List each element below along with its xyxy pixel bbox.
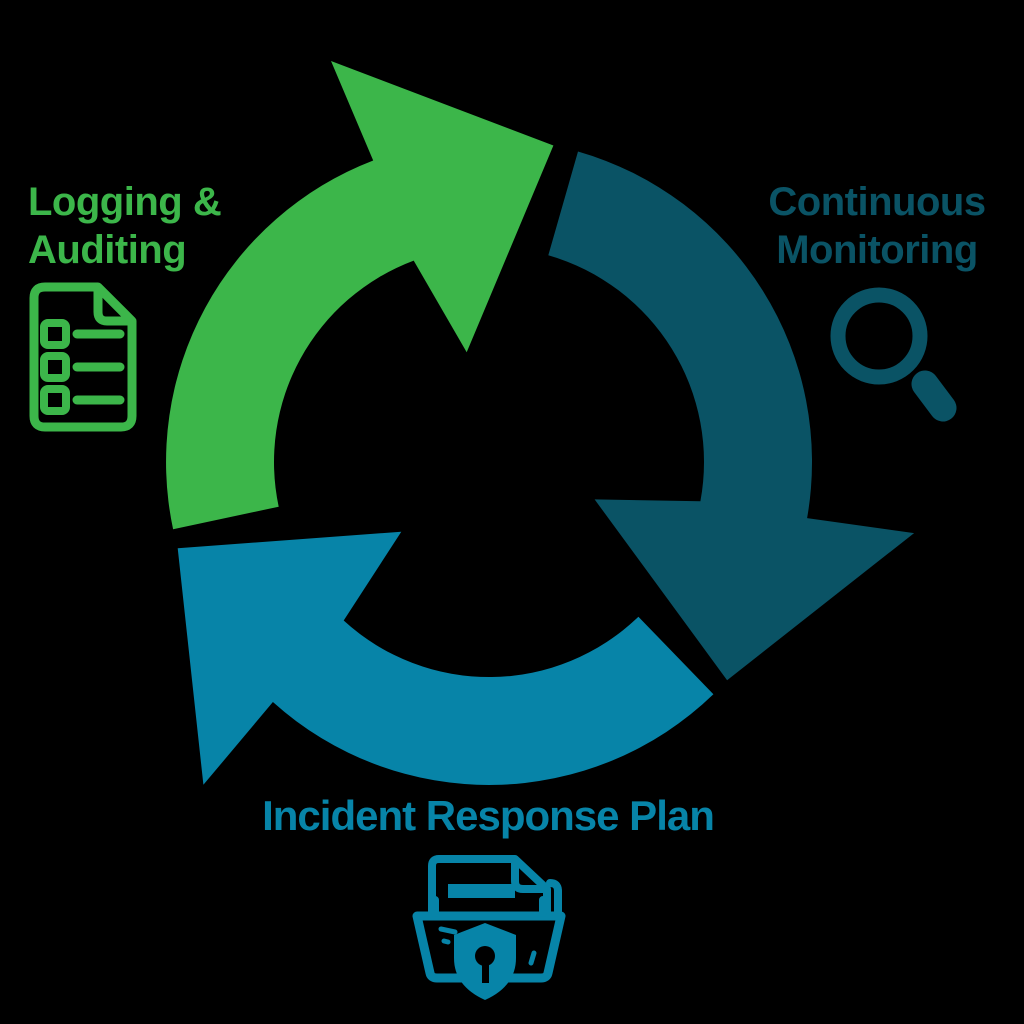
magnifying-glass-icon xyxy=(830,287,957,422)
checkbox xyxy=(40,319,70,349)
keyhole-icon xyxy=(475,946,495,966)
document-outline xyxy=(29,282,137,432)
label-continuous-monitoring: Continuous Monitoring xyxy=(677,178,1024,274)
file-sheet xyxy=(428,855,551,919)
file-back-sheet xyxy=(546,879,562,919)
checkbox xyxy=(40,352,70,382)
label-incident-response-plan: Incident Response Plan xyxy=(187,791,789,841)
box-tabs xyxy=(431,896,547,917)
label-line: Auditing xyxy=(28,228,187,272)
cycle-arrow-logging xyxy=(166,61,554,530)
checklist-lines xyxy=(72,329,125,405)
file-fold xyxy=(511,857,548,893)
label-line: Continuous xyxy=(768,180,986,224)
checkbox xyxy=(40,385,70,415)
label-line: Incident Response Plan xyxy=(262,792,715,839)
keyhole-stem xyxy=(482,962,489,983)
lens xyxy=(830,287,928,385)
label-line: Monitoring xyxy=(776,228,978,272)
cycle-arrow-incident xyxy=(177,531,714,785)
handle xyxy=(911,370,957,422)
file-text-bar xyxy=(448,884,515,898)
checklist-document-icon xyxy=(29,282,137,432)
box-glints xyxy=(438,926,537,966)
cycle-arrow-monitoring xyxy=(548,151,915,681)
document-fold xyxy=(93,284,135,326)
box-outline xyxy=(412,911,566,983)
label-logging-auditing: Logging & Auditing xyxy=(28,178,222,274)
label-line: Logging & xyxy=(28,180,222,224)
secure-archive-icon xyxy=(412,855,566,1000)
